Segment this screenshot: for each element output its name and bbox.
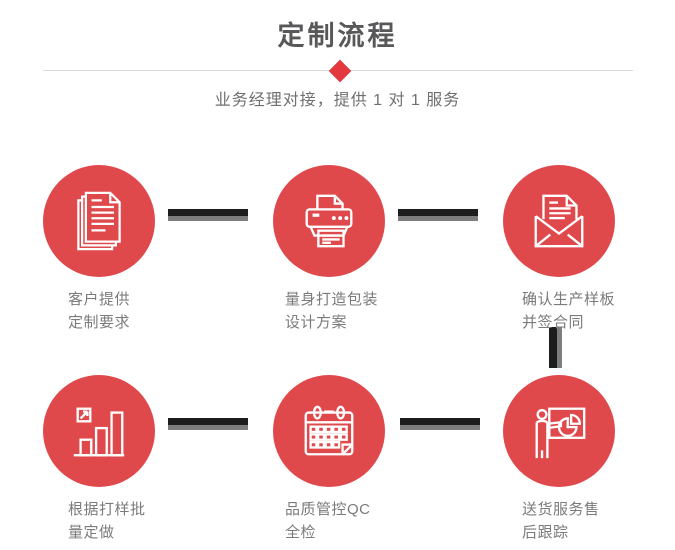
step-circle-1 <box>43 165 155 277</box>
bar-chart-icon <box>68 400 130 462</box>
step-circle-5 <box>273 375 385 487</box>
connector-step4-step5 <box>168 418 248 430</box>
step-circle-6 <box>503 375 615 487</box>
step-label-6-line1: 送货服务售 <box>522 501 600 518</box>
connector-step1-step2 <box>168 209 248 221</box>
step-label-5-line1: 品质管控QC <box>285 501 371 518</box>
step-label-2-line1: 量身打造包装 <box>285 291 379 308</box>
step-label-1-line2: 定制要求 <box>68 314 131 331</box>
envelope-icon <box>528 190 590 252</box>
page-subtitle: 业务经理对接，提供 1 对 1 服务 <box>214 92 461 109</box>
documents-icon <box>69 189 129 253</box>
step-label-3-line2: 并签合同 <box>522 314 585 331</box>
calendar-icon <box>298 400 360 462</box>
presentation-icon <box>528 400 590 462</box>
step-label-6-line2: 后跟踪 <box>522 524 569 541</box>
connector-step5-step6 <box>400 418 480 430</box>
step-circle-3 <box>503 165 615 277</box>
step-circle-4 <box>43 375 155 487</box>
step-label-4: 根据打样批 量定做 <box>68 498 146 544</box>
step-label-2: 量身打造包装 设计方案 <box>285 288 378 334</box>
step-circle-2 <box>273 165 385 277</box>
step-label-3: 确认生产样板 并签合同 <box>522 288 615 334</box>
connector-step2-step3 <box>398 209 478 221</box>
step-label-1-line1: 客户提供 <box>68 291 131 308</box>
connector-step3-step6 <box>549 327 562 368</box>
step-label-5-line2: 全检 <box>285 524 317 541</box>
diamond-icon <box>328 59 352 83</box>
step-label-4-line2: 量定做 <box>68 524 115 541</box>
step-label-5: 品质管控QC 全检 <box>285 498 371 544</box>
page-title: 定制流程 <box>277 21 398 51</box>
step-label-3-line1: 确认生产样板 <box>522 291 616 308</box>
printer-icon <box>298 190 360 252</box>
step-label-4-line1: 根据打样批 <box>68 501 146 518</box>
step-label-1: 客户提供 定制要求 <box>68 288 130 334</box>
step-label-6: 送货服务售 后跟踪 <box>522 498 600 544</box>
step-label-2-line2: 设计方案 <box>285 314 348 331</box>
